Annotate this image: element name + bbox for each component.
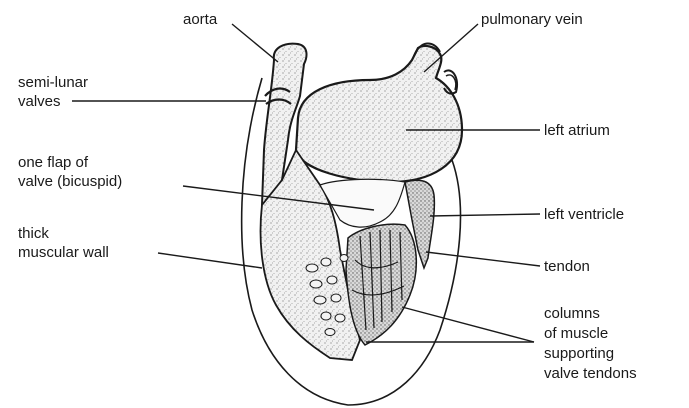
label-tendon: tendon	[544, 257, 590, 276]
label-thick-wall-line1: thick	[18, 224, 49, 243]
label-columns-line2: of muscle	[544, 324, 608, 343]
label-columns-line1: columns	[544, 304, 600, 323]
label-valve-flap-line2: valve (bicuspid)	[18, 172, 122, 191]
label-valve-flap-line1: one flap of	[18, 153, 88, 172]
label-semi-lunar-line2: valves	[18, 92, 61, 111]
label-left-ventricle: left ventricle	[544, 205, 624, 224]
label-aorta: aorta	[183, 10, 217, 29]
label-columns-line3: supporting	[544, 344, 614, 363]
label-semi-lunar-line1: semi-lunar	[18, 73, 88, 92]
left-atrium-shape	[296, 46, 462, 182]
label-columns-line4: valve tendons	[544, 364, 637, 383]
label-left-atrium: left atrium	[544, 121, 610, 140]
label-pulmonary-vein: pulmonary vein	[481, 10, 583, 29]
label-thick-wall-line2: muscular wall	[18, 243, 109, 262]
